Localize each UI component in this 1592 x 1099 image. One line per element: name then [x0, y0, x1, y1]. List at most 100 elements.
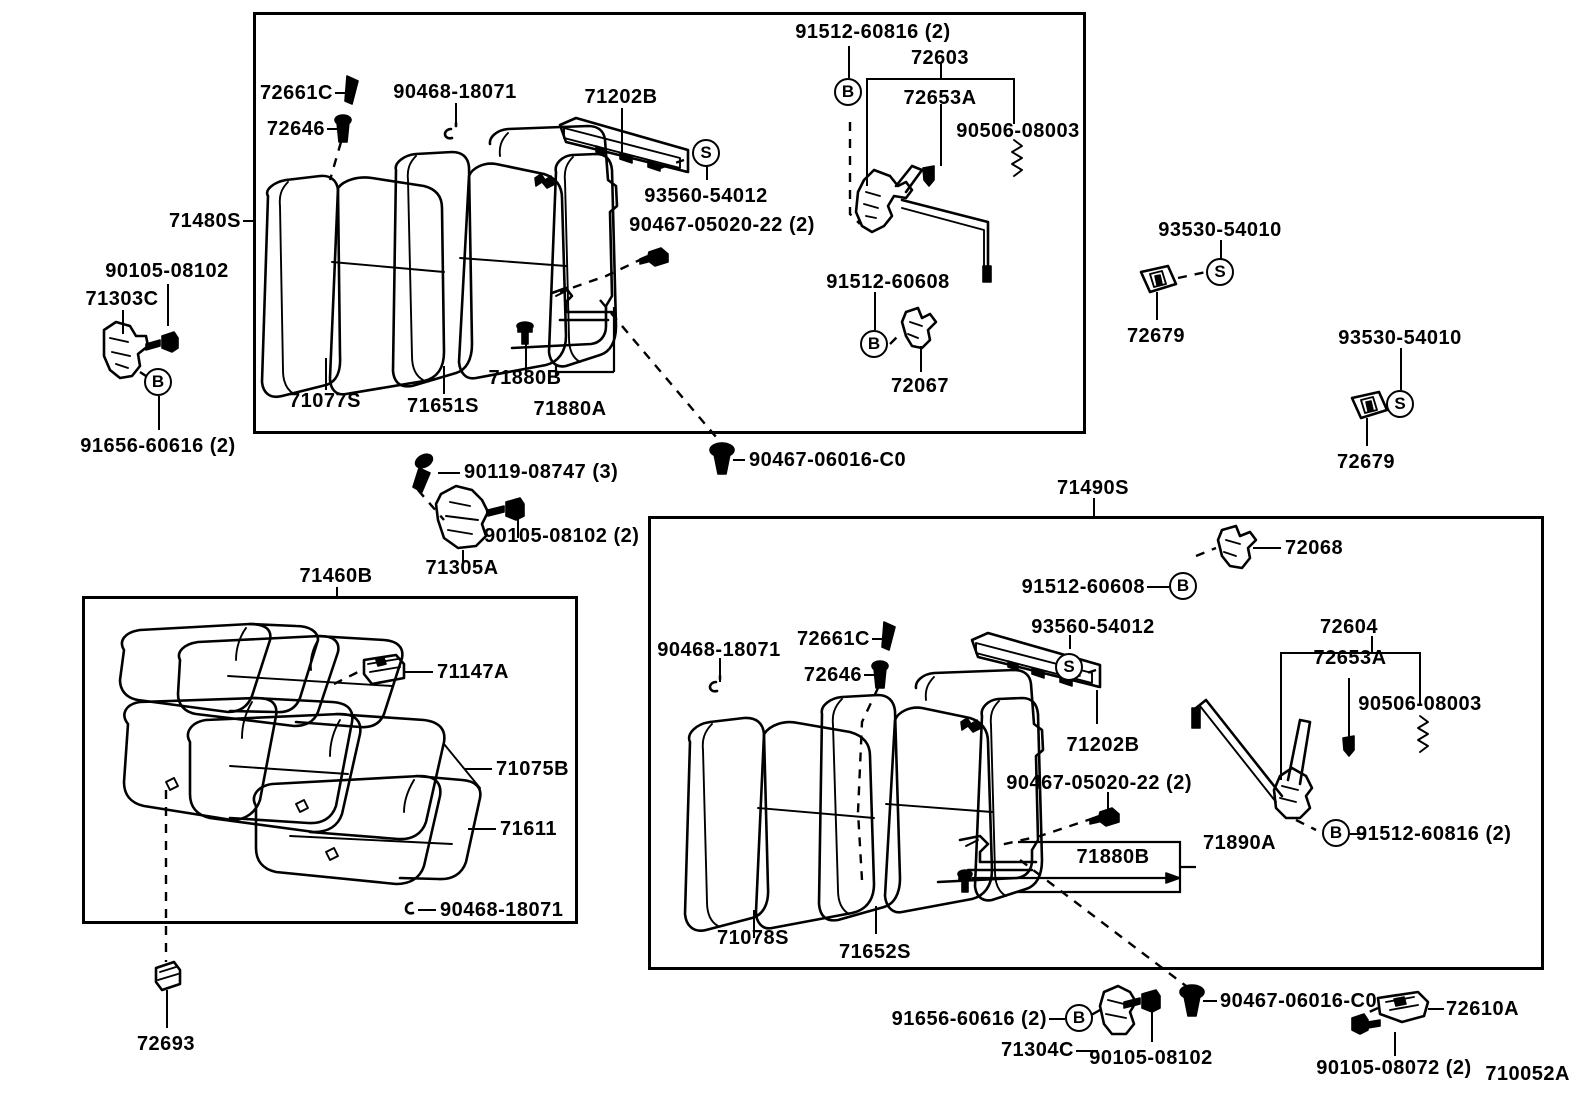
label-93560-54012-bottomright[interactable]: 93560-54012 [1031, 616, 1155, 638]
label-90467-05020-bottomright[interactable]: 90467-05020-22 (2) [1006, 772, 1192, 794]
marker-s-93530-lower[interactable]: S [1386, 390, 1414, 418]
marker-b-91512-60816-bottomright[interactable]: B [1322, 819, 1350, 847]
label-71305a[interactable]: 71305A [425, 557, 499, 579]
label-90105-08072[interactable]: 90105-08072 (2) [1316, 1057, 1472, 1079]
label-72661c-bottomright[interactable]: 72661C [796, 628, 870, 650]
label-71490s[interactable]: 71490S [1057, 477, 1129, 499]
icon-clip-90468-18071-bottomleft [406, 903, 413, 913]
label-71077s[interactable]: 71077S [289, 390, 361, 412]
label-71890a[interactable]: 71890A [1203, 832, 1277, 854]
leader-91512-60816-tl [848, 46, 850, 78]
label-71480s[interactable]: 71480S [169, 210, 241, 232]
marker-b-topleft-91512[interactable]: B [834, 78, 862, 106]
leader-72679-upper [1156, 292, 1158, 320]
label-90506-08003-bottomright[interactable]: 90506-08003 [1358, 693, 1482, 715]
marker-b-91512-60608-bottomright[interactable]: B [1169, 572, 1197, 600]
label-90105-08102-bottomright[interactable]: 90105-08102 [1089, 1047, 1213, 1069]
label-72661c-topleft[interactable]: 72661C [259, 82, 333, 104]
bracket-72604-r [1419, 652, 1421, 704]
leader-90105-08072 [1394, 1032, 1396, 1056]
label-71202b-bottomright[interactable]: 71202B [1066, 734, 1140, 756]
label-72679-lower[interactable]: 72679 [1336, 451, 1396, 473]
marker-b-91656-bottomright[interactable]: B [1065, 1004, 1093, 1032]
label-72646-topleft[interactable]: 72646 [266, 118, 325, 140]
label-93560-54012-topleft[interactable]: 93560-54012 [644, 185, 768, 207]
label-91512-60608-bottomright[interactable]: 91512-60608 [1021, 576, 1145, 598]
label-71304c[interactable]: 71304C [1000, 1039, 1074, 1061]
label-72068[interactable]: 72068 [1285, 537, 1344, 559]
icon-bolt-90105-08072 [1352, 1014, 1380, 1034]
label-71651s[interactable]: 71651S [407, 395, 479, 417]
label-72653a-bottomright[interactable]: 72653A [1313, 647, 1387, 669]
label-72679-upper[interactable]: 72679 [1126, 325, 1186, 347]
icon-clip-90467-05020-bottomright [1090, 808, 1119, 826]
label-72610a[interactable]: 72610A [1446, 998, 1520, 1020]
label-72067[interactable]: 72067 [890, 375, 950, 397]
label-91512-60816-topleft[interactable]: 91512-60816 (2) [795, 21, 951, 43]
icon-screw-72661c-bottomright [882, 622, 895, 650]
label-71652s[interactable]: 71652S [839, 941, 911, 963]
label-72646-bottomright[interactable]: 72646 [803, 664, 862, 686]
bracket-72603-r [1013, 78, 1015, 124]
artwork-clip-71147a [364, 655, 404, 684]
artwork-hinge-72067 [902, 308, 936, 348]
label-72693[interactable]: 72693 [136, 1033, 196, 1055]
label-90467-06016-upper[interactable]: 90467-06016-C0 [749, 449, 907, 471]
leader-90105-left [167, 284, 169, 326]
label-71880a[interactable]: 71880A [533, 398, 607, 420]
label-72603[interactable]: 72603 [910, 47, 970, 69]
label-71202b-topleft[interactable]: 71202B [584, 86, 658, 108]
label-71880b-bottomright[interactable]: 71880B [1076, 846, 1150, 868]
artwork-rail-71202b-topleft [560, 118, 688, 172]
label-90506-08003-topleft[interactable]: 90506-08003 [956, 120, 1080, 142]
leader-91512-60816-br [1350, 833, 1366, 835]
leader-71075b [464, 768, 492, 770]
label-90105-08102-2[interactable]: 90105-08102 (2) [484, 525, 640, 547]
leader-72603 [940, 62, 942, 78]
label-90468-18071-topleft[interactable]: 90468-18071 [393, 81, 517, 103]
leader-71078s [753, 910, 755, 938]
leader-72067 [920, 346, 922, 372]
label-71147a[interactable]: 71147A [437, 661, 509, 683]
label-71303c[interactable]: 71303C [85, 288, 159, 310]
marker-s-93560-topleft[interactable]: S [692, 139, 720, 167]
label-72653a-topleft[interactable]: 72653A [903, 87, 977, 109]
label-90467-06016-bottom[interactable]: 90467-06016-C0 [1220, 990, 1378, 1012]
dashed-71147a-to-cushion [334, 670, 362, 684]
dashed-clip-90467-to-bracket-right [996, 818, 1094, 846]
label-93530-54010-upper[interactable]: 93530-54010 [1158, 219, 1282, 241]
leader-72661c-tl [335, 92, 351, 94]
leader-90468-bl [418, 909, 436, 911]
label-71078s[interactable]: 71078S [717, 927, 789, 949]
leader-93560-tl-v [706, 166, 708, 180]
leader-71490s [1093, 498, 1095, 516]
label-90105-08102-left[interactable]: 90105-08102 [105, 260, 229, 282]
label-71460b[interactable]: 71460B [299, 565, 373, 587]
marker-s-93530-upper[interactable]: S [1206, 258, 1234, 286]
dashed-71305a-to-bolt [486, 510, 500, 512]
label-90468-18071-bottomleft[interactable]: 90468-18071 [440, 899, 564, 921]
label-91512-60608-topleft[interactable]: 91512-60608 [826, 271, 950, 293]
label-91656-60616-bottomright[interactable]: 91656-60616 (2) [891, 1008, 1047, 1030]
marker-s-93560-bottomright[interactable]: S [1055, 653, 1083, 681]
leader-90468-tl [455, 103, 457, 127]
leader-93530-lower [1400, 348, 1402, 390]
label-72604[interactable]: 72604 [1319, 616, 1379, 638]
label-91656-60616-topleft[interactable]: 91656-60616 (2) [80, 435, 236, 457]
leader-72661c-br [872, 638, 888, 640]
label-90468-18071-bottomright[interactable]: 90468-18071 [657, 639, 781, 661]
label-90119-08747[interactable]: 90119-08747 (3) [464, 461, 619, 483]
marker-b-91512-60608-topleft[interactable]: B [860, 330, 888, 358]
marker-b-71303c[interactable]: B [144, 368, 172, 396]
dashed-91512-60608-topleft [890, 332, 902, 344]
label-71075b[interactable]: 71075B [496, 758, 570, 780]
label-71611[interactable]: 71611 [500, 818, 558, 840]
label-93530-54010-lower[interactable]: 93530-54010 [1338, 327, 1462, 349]
artwork-bracket-71305a [436, 486, 488, 548]
leader-71305a [462, 550, 464, 564]
label-90467-05020-topleft[interactable]: 90467-05020-22 (2) [629, 214, 815, 236]
label-91512-60816-bottomright[interactable]: 91512-60816 (2) [1356, 823, 1512, 845]
leader-90105-08102-br [1151, 1010, 1153, 1042]
label-71880b-topleft[interactable]: 71880B [488, 367, 562, 389]
